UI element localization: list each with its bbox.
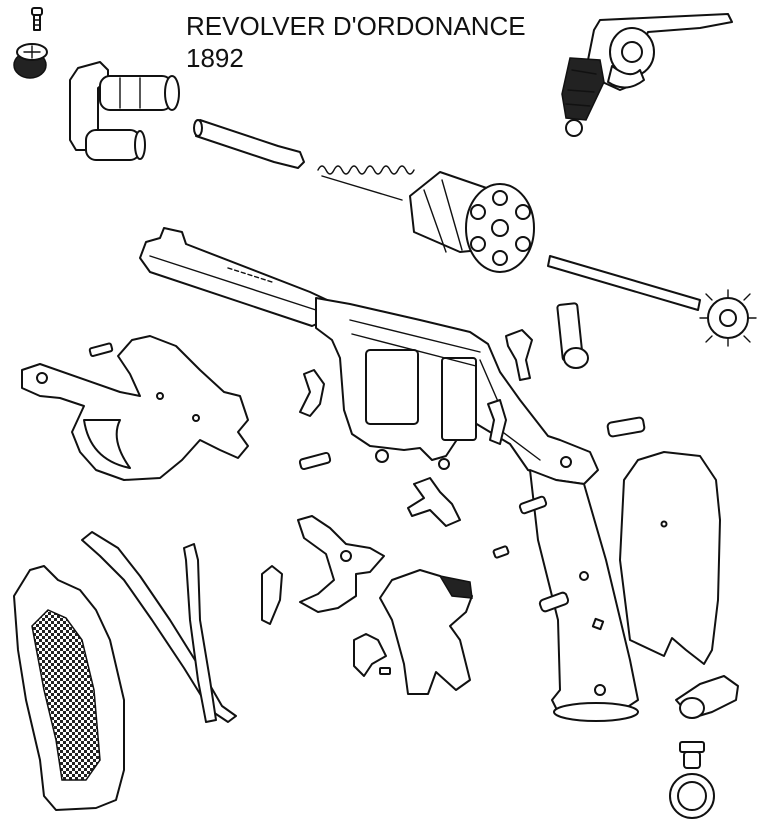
- ejector-yoke-part: [70, 62, 179, 160]
- spring-part: [318, 166, 414, 200]
- assembled-revolver-thumbnail: [562, 14, 732, 136]
- sear-part: [262, 566, 282, 624]
- spring-lever-part: [408, 478, 460, 526]
- screw-part: [89, 343, 645, 612]
- cylinder-stop-part: [488, 400, 506, 444]
- title-line-2: 1892: [186, 43, 244, 73]
- cylinder-part: [410, 172, 534, 272]
- title-line-1: REVOLVER D'ORDONANCE: [186, 11, 526, 41]
- grip-frame-part: [530, 470, 638, 721]
- ejector-rod-part: [194, 120, 304, 168]
- trigger-spring-part: [184, 544, 216, 722]
- trigger-part: [380, 570, 472, 694]
- knurled-nut-part: [14, 44, 47, 78]
- lanyard-ring-part: [670, 742, 714, 818]
- small-lever-part: [354, 634, 390, 676]
- lanyard-stud-part: [676, 676, 738, 718]
- left-grip-panel-part: [14, 566, 124, 810]
- diagram-title: REVOLVER D'ORDONANCE 1892: [186, 10, 526, 74]
- cylinder-axis-rod-part: [548, 256, 756, 346]
- barrel-frame-part: [140, 228, 598, 484]
- side-plate-part: [22, 336, 248, 480]
- rebound-lever-part: [506, 303, 588, 380]
- right-grip-panel-part: [620, 452, 720, 664]
- small-screw-part: [32, 8, 42, 30]
- hand-pawl-part: [300, 370, 324, 416]
- hammer-part: [298, 516, 384, 612]
